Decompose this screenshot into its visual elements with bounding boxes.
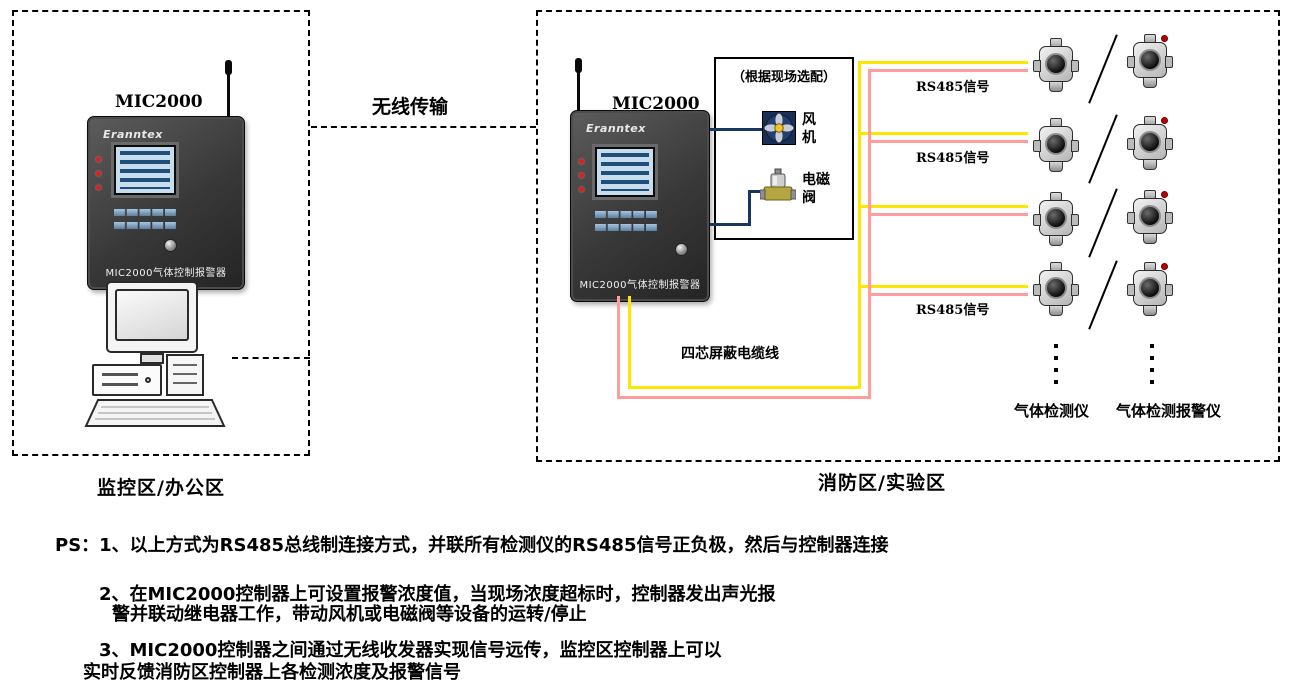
more-detectors-ellipsis <box>1150 344 1154 386</box>
gas-detector-icon <box>1033 192 1079 254</box>
left-controller-model-label: MIC2000 <box>115 92 203 112</box>
fan-icon <box>762 111 796 145</box>
gas-detector-alarm-icon <box>1127 34 1173 96</box>
rs485-wire-pink <box>868 140 1028 143</box>
lock-knob-icon <box>164 239 177 252</box>
alarm-led-icon <box>1161 117 1168 124</box>
rs485-wire-yellow <box>858 61 861 389</box>
led-indicator-icon <box>579 159 584 164</box>
rs485-wire-pink <box>868 69 1028 72</box>
controller-panel-label: MIC2000气体控制报警器 <box>105 268 227 279</box>
drive-slot <box>102 373 138 376</box>
rs485-signal-label: RS485信号 <box>916 80 990 95</box>
gas-detector-alarm-icon <box>1127 116 1173 178</box>
keyboard-icon <box>84 399 226 427</box>
valve-control-wire <box>748 190 762 193</box>
gas-detector-alarm-icon <box>1127 262 1173 324</box>
monitor-screen <box>115 289 189 341</box>
power-button-icon <box>145 377 151 383</box>
rs485-wire-yellow <box>628 386 861 389</box>
wireless-dashed-line <box>311 126 536 128</box>
led-indicator-icon <box>96 157 101 162</box>
fan-label: 风机 <box>802 112 816 146</box>
desktop-tower-icon <box>166 354 204 396</box>
monitoring-zone-label: 监控区/办公区 <box>97 477 225 499</box>
rs485-wire-yellow <box>858 205 1028 208</box>
rs485-wire-yellow <box>628 296 631 389</box>
note-line-3a: 3、MIC2000控制器之间通过无线收发器实现信号远传，监控区控制器上可以 <box>99 640 722 661</box>
rs485-signal-label: RS485信号 <box>916 303 990 318</box>
tower-vent-line <box>173 373 197 375</box>
alarm-detector-column-label: 气体检测报警仪 <box>1116 402 1222 420</box>
valve-control-wire <box>710 223 751 226</box>
rs485-wire-pink <box>868 293 1028 296</box>
gas-detector-icon <box>1033 118 1079 180</box>
controller-keypad <box>595 211 657 231</box>
monitor-stand-icon <box>140 353 164 364</box>
fan-control-wire <box>710 128 762 131</box>
fire-zone-box <box>536 10 1280 462</box>
more-detectors-ellipsis <box>1054 344 1058 386</box>
monitor-icon <box>106 281 198 353</box>
lcd-screen <box>595 147 655 197</box>
optional-box-title: （根据现场选配） <box>731 70 836 85</box>
valve-label: 电磁阀 <box>802 172 830 206</box>
antenna-icon <box>575 58 582 111</box>
led-indicator-icon <box>579 187 584 192</box>
controller-panel-label: MIC2000气体控制报警器 <box>579 280 701 291</box>
alarm-led-icon <box>1161 191 1168 198</box>
note-line-2b: 警并联动继电器工作，带动风机或电磁阀等设备的运转/停止 <box>112 604 587 625</box>
solenoid-valve-icon <box>760 168 796 201</box>
monitoring-zone-box <box>12 10 310 456</box>
lock-knob-icon <box>675 243 688 256</box>
led-indicator-icon <box>96 171 101 176</box>
right-gas-controller: Eranntex MIC2000气体控制报警器 <box>570 58 710 302</box>
fire-zone-label: 消防区/实验区 <box>818 472 946 494</box>
rs485-wire-yellow <box>858 132 1028 135</box>
detector-column-label: 气体检测仪 <box>1014 402 1090 420</box>
note-line-1: PS：1、以上方式为RS485总线制连接方式，并联所有检测仪的RS485信号正负… <box>55 535 889 556</box>
note-line-2a: 2、在MIC2000控制器上可设置报警浓度值，当现场浓度超标时，控制器发出声光报 <box>99 584 776 605</box>
gas-detector-icon <box>1033 262 1079 324</box>
controller-keypad <box>114 209 176 229</box>
desktop-case-icon <box>92 364 162 396</box>
wireless-link-label: 无线传输 <box>372 96 449 118</box>
gas-detector-alarm-icon <box>1127 190 1173 252</box>
left-gas-controller: Eranntex MIC2000气体控制报警器 <box>87 60 245 290</box>
valve-control-wire <box>748 190 751 226</box>
rs485-wire-pink <box>617 396 871 399</box>
rs485-signal-label: RS485信号 <box>916 151 990 166</box>
gas-detector-icon <box>1033 38 1079 100</box>
lcd-screen <box>114 145 176 195</box>
shielded-cable-label: 四芯屏蔽电缆线 <box>681 346 779 362</box>
optional-equipment-box: （根据现场选配） <box>714 57 854 240</box>
computer-link-dashed-line <box>232 357 310 359</box>
led-indicator-icon <box>96 185 101 190</box>
tower-vent-line <box>173 364 197 366</box>
alarm-led-icon <box>1161 35 1168 42</box>
controller-brand-label: Eranntex <box>103 128 163 141</box>
rs485-wire-yellow <box>858 61 1028 64</box>
right-controller-model-label: MIC2000 <box>612 94 700 114</box>
rs485-wire-pink <box>868 213 1028 216</box>
controller-brand-label: Eranntex <box>586 122 646 135</box>
antenna-icon <box>225 60 232 117</box>
alarm-led-icon <box>1161 263 1168 270</box>
rs485-wire-pink <box>868 69 871 399</box>
drive-slot <box>102 383 138 386</box>
tower-vent-line <box>173 382 197 384</box>
led-indicator-icon <box>579 173 584 178</box>
note-line-3b: 实时反馈消防区控制器上各检测浓度及报警信号 <box>83 662 461 683</box>
rs485-wire-pink <box>617 296 620 399</box>
rs485-wire-yellow <box>858 285 1028 288</box>
